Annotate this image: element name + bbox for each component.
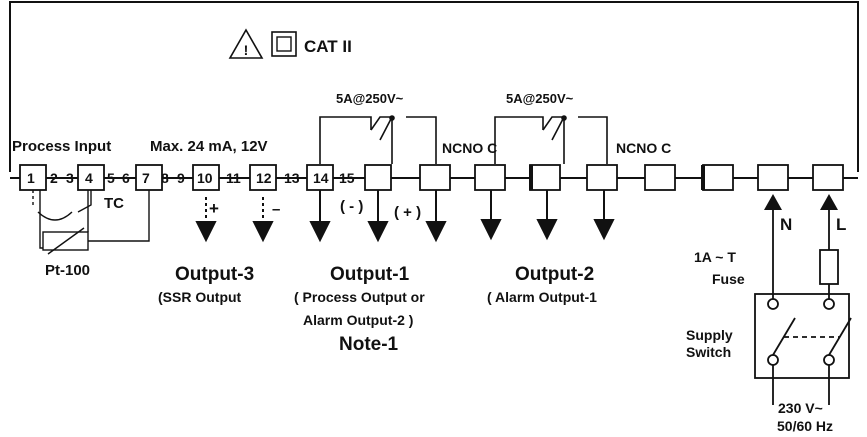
- fuse-symbol: [819, 249, 839, 285]
- ncnoc-label-1: NCNO C: [442, 140, 497, 156]
- supply-switch-label-2: Switch: [686, 344, 731, 360]
- output2-sub: ( Alarm Output-1: [487, 289, 597, 305]
- relay-rating-1: 5A@250V~: [336, 91, 404, 106]
- terminal-block: [586, 164, 618, 191]
- supply-wiring: [754, 197, 852, 405]
- terminal-block: [757, 164, 789, 191]
- terminal-block: [474, 164, 506, 191]
- terminal-number: 3: [66, 170, 74, 186]
- ncnoc-label-2: NCNO C: [616, 140, 671, 156]
- output3-title: Output-3: [175, 264, 254, 285]
- line-arrow-head: [820, 194, 838, 210]
- neutral-arrow-head: [764, 194, 782, 210]
- supply-voltage-label: 230 V~: [778, 400, 823, 416]
- relay-2-contacts: [494, 115, 608, 164]
- pt100-label: Pt-100: [45, 262, 90, 279]
- fuse-rating-label: 1A ~ T: [694, 249, 736, 265]
- output-arrow: [425, 190, 447, 243]
- output-arrow: [195, 197, 217, 243]
- terminal-block: [644, 164, 676, 191]
- terminal-block: [249, 164, 277, 191]
- minus-terminal-15: ( - ): [340, 198, 363, 215]
- max-current-label: Max. 24 mA, 12V: [150, 138, 268, 155]
- terminal-number: 9: [177, 170, 185, 186]
- terminal-block: [364, 164, 392, 191]
- warning-triangle-icon: !: [228, 28, 264, 59]
- terminal-block: [306, 164, 334, 191]
- output-arrow: [593, 190, 615, 241]
- terminal-number: 8: [161, 170, 169, 186]
- terminal-number: 15: [339, 170, 355, 186]
- plus-terminal-10: +: [209, 199, 219, 218]
- terminal-number: 10: [197, 170, 213, 186]
- output-arrow: [367, 190, 389, 243]
- output-arrow: [252, 197, 274, 243]
- output1-title: Output-1: [330, 264, 410, 285]
- terminal-block: [77, 164, 105, 191]
- relay-rating-2: 5A@250V~: [506, 91, 574, 106]
- output-arrow: [536, 190, 558, 241]
- terminal-block: [529, 164, 561, 191]
- terminal-block: [702, 164, 734, 191]
- terminal-number: 11: [226, 170, 241, 186]
- output3-sub: (SSR Output: [158, 289, 242, 305]
- plus-terminal-16: ( + ): [394, 204, 421, 221]
- terminal-block: [812, 164, 844, 191]
- terminal-number: 12: [256, 170, 272, 186]
- fuse-label: Fuse: [712, 271, 745, 287]
- terminal-number: 2: [50, 170, 58, 186]
- relay-1-contacts: [319, 115, 437, 164]
- output1-sub1: ( Process Output or: [294, 289, 425, 305]
- line-label: L: [836, 215, 846, 234]
- terminal-block: [419, 164, 451, 191]
- output2-title: Output-2: [515, 264, 594, 285]
- terminal-number: 6: [122, 170, 130, 186]
- sensor-wiring: [32, 190, 150, 255]
- terminal-number: 13: [284, 170, 300, 186]
- terminal-number: 5: [107, 170, 115, 186]
- warning-symbol: !: [244, 42, 249, 58]
- output1-sub2: Alarm Output-2 ): [303, 312, 413, 328]
- terminal-strip: [19, 164, 844, 191]
- terminal-number: 4: [85, 170, 93, 186]
- process-input-label: Process Input: [12, 138, 111, 155]
- terminal-block: [192, 164, 220, 191]
- output1-note: Note-1: [339, 334, 399, 355]
- output-arrows: [195, 190, 615, 243]
- supply-switch-label-1: Supply: [686, 327, 733, 343]
- tc-label: TC: [104, 195, 124, 212]
- terminal-number: 1: [27, 170, 35, 186]
- supply-switch-box: [754, 293, 850, 379]
- output-arrow: [480, 190, 502, 241]
- neutral-label: N: [780, 215, 792, 234]
- minus-terminal-12: –: [272, 201, 280, 218]
- supply-frequency-label: 50/60 Hz: [777, 418, 833, 434]
- cat-label: CAT II: [304, 37, 352, 56]
- terminal-number: 7: [142, 170, 150, 186]
- output-arrow: [309, 190, 331, 243]
- double-square-icon: [271, 31, 297, 57]
- terminal-number: 14: [313, 170, 329, 186]
- controller-housing: [9, 1, 859, 172]
